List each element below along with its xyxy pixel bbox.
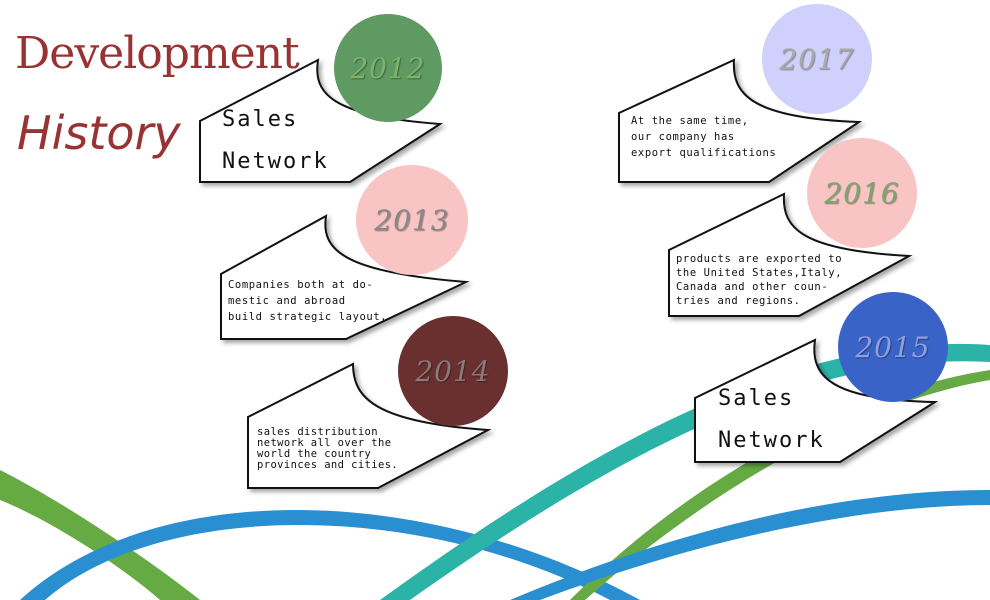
green-wave-left <box>0 470 200 600</box>
teal-wave <box>380 343 990 600</box>
milestone-text: products are exported to the United Stat… <box>676 253 843 307</box>
year-label: 2016 <box>824 176 900 210</box>
title-history: History <box>17 106 181 160</box>
year-label: 2012 <box>350 51 426 85</box>
milestone-card-2013: Companies both at do- mestic and abroad … <box>216 214 476 344</box>
milestone-card-2012: Sales Network <box>195 58 455 188</box>
title-development: Development <box>15 28 300 79</box>
milestone-text: sales distribution network all over the … <box>257 426 399 471</box>
year-label: 2017 <box>779 42 855 76</box>
curled-paper-shape <box>199 58 444 183</box>
milestone-card-2014: sales distribution network all over the … <box>243 362 503 492</box>
blue-wave-right <box>510 490 990 600</box>
year-label: 2013 <box>374 203 450 237</box>
year-circle-2017: 2017 <box>762 4 872 114</box>
year-circle-2013: 2013 <box>356 165 468 275</box>
year-circle-2016: 2016 <box>807 138 917 248</box>
year-circle-2014: 2014 <box>398 316 508 426</box>
curled-paper-shape <box>668 192 913 317</box>
milestone-card-2016: products are exported to the United Stat… <box>664 192 924 322</box>
curled-paper-shape <box>694 338 939 463</box>
curled-paper-shape <box>220 214 470 340</box>
milestone-text: Sales Network <box>222 107 329 174</box>
milestone-text: Companies both at do- mestic and abroad … <box>228 279 388 323</box>
curled-paper-shape <box>247 362 492 489</box>
year-circle-2015: 2015 <box>838 292 948 402</box>
milestone-text: Sales Network <box>718 386 825 453</box>
year-label: 2015 <box>855 330 931 364</box>
milestone-card-2015: Sales Network <box>690 338 950 468</box>
year-circle-2012: 2012 <box>334 14 442 122</box>
curled-paper-shape <box>618 58 863 183</box>
blue-wave-arc <box>20 510 640 600</box>
year-label: 2014 <box>415 354 491 388</box>
milestone-text: At the same time, our company has export… <box>631 115 777 159</box>
milestone-card-2017: At the same time, our company has export… <box>614 58 874 188</box>
